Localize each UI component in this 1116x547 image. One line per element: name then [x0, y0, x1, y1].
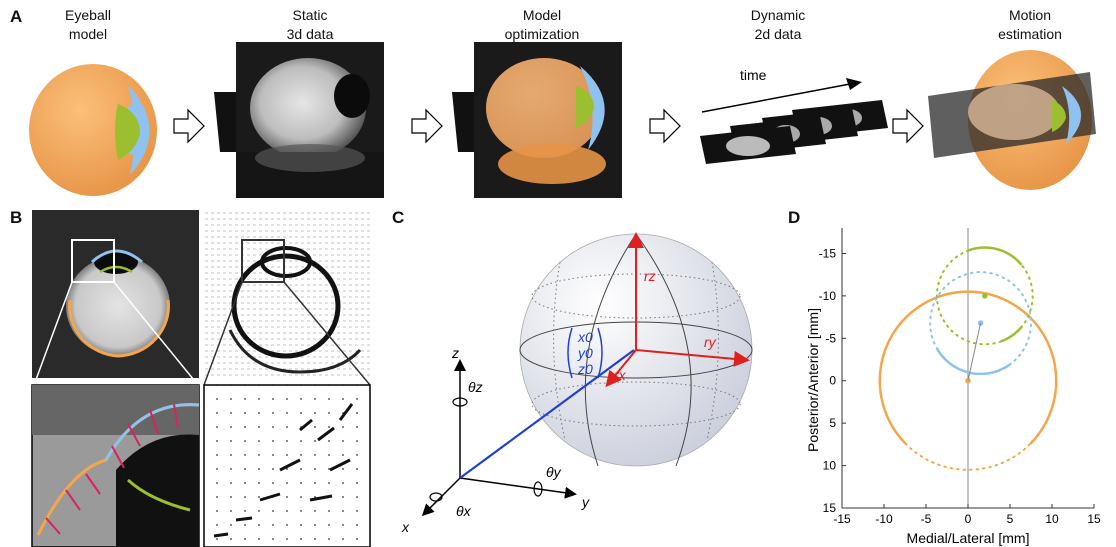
y-tick-label: -15 — [819, 246, 837, 260]
y-tick-label: -10 — [819, 289, 837, 303]
axis-label-z: z — [451, 345, 459, 361]
step-line: Motion — [1008, 7, 1052, 23]
arrow-icon — [173, 108, 205, 144]
center-vector — [459, 349, 635, 479]
radius-ry-label: ry — [704, 334, 717, 350]
step-line: Model — [522, 7, 562, 23]
radius-rz-label: rz — [644, 268, 656, 284]
motion-estimation — [928, 50, 1096, 190]
dynamic-2d-data — [700, 78, 888, 164]
radius-rx-label: rx — [614, 367, 627, 383]
axis-label-y: y — [581, 494, 590, 510]
center-link — [967, 322, 982, 381]
step-label-dynamic: Dynamic 2d data — [708, 6, 848, 44]
x-tick-label: -10 — [875, 512, 893, 526]
step-line: optimization — [504, 26, 580, 42]
y-tick-label: 10 — [823, 459, 837, 473]
step-label-motion: Motion estimation — [960, 6, 1100, 44]
step-line: model — [68, 26, 108, 42]
series-arc — [935, 249, 1034, 346]
rotation-icon — [429, 397, 543, 502]
zoom-lines-left — [33, 281, 199, 386]
arrow-icon — [892, 108, 924, 144]
x-tick-label: 5 — [1007, 512, 1014, 526]
chart-series — [878, 246, 1058, 471]
theta-z-label: θz — [468, 379, 483, 395]
step-line: estimation — [998, 26, 1062, 42]
y-tick-label: -5 — [825, 331, 836, 345]
y-tick-label: 15 — [823, 501, 837, 515]
axis-label-x: x — [401, 519, 410, 535]
zoom-lines-right — [203, 281, 371, 386]
meridian — [584, 233, 637, 467]
bracket-left — [567, 327, 573, 379]
theta-y-label: θy — [546, 464, 562, 480]
step-line: Static — [292, 7, 328, 23]
series-arc — [929, 271, 1032, 366]
series-arc — [878, 290, 1058, 445]
panel-a-letter: A — [10, 7, 23, 26]
series-point — [965, 377, 971, 384]
eyeball-model — [29, 64, 157, 196]
step-label-static: Static 3d data — [240, 6, 380, 44]
center-z0: z0 — [577, 361, 593, 377]
step-line: 3d data — [286, 26, 334, 42]
panel-b-letter: B — [10, 208, 23, 227]
panel-a-graphics: time — [29, 42, 1096, 198]
vector-field-top — [202, 210, 372, 378]
meridian — [635, 233, 692, 467]
panel-d-letter: D — [788, 208, 801, 227]
y-axis-label: Posterior/Anterior [mm] — [805, 308, 821, 452]
y-tick-label: 0 — [829, 374, 836, 388]
step-label-model-opt: Model optimization — [472, 6, 612, 44]
y-tick-label: 5 — [829, 416, 836, 430]
time-label: time — [740, 67, 767, 83]
vector-zoom — [203, 384, 371, 547]
step-line: Dynamic — [750, 7, 806, 23]
bracket-right — [597, 327, 603, 379]
x-tick-label: -15 — [833, 512, 851, 526]
panel-c-letter: C — [392, 208, 405, 227]
series-arc — [968, 246, 1023, 266]
arrow-icon — [411, 108, 443, 144]
arrow-icon — [649, 108, 681, 144]
step-line: Eyeball — [65, 7, 111, 23]
x-tick-label: 0 — [965, 512, 972, 526]
series-point — [982, 293, 988, 299]
center-x0: x0 — [577, 329, 593, 345]
panel-b-graphics — [31, 210, 372, 547]
x-tick-label: 15 — [1087, 512, 1101, 526]
theta-x-label: θx — [456, 503, 472, 519]
x-axis-label: Medial/Lateral [mm] — [907, 530, 1030, 546]
mri-zoom — [31, 384, 200, 547]
x-tick-label: -5 — [921, 512, 932, 526]
step-line: 2d data — [754, 26, 802, 42]
static-3d-data — [214, 42, 384, 198]
step-label-eyeball: Eyeball model — [18, 6, 158, 44]
model-optimization — [452, 42, 622, 198]
radii — [605, 232, 750, 388]
mri-slice-top — [32, 210, 199, 378]
x-tick-label: 10 — [1045, 512, 1059, 526]
series-arc — [1000, 326, 1023, 343]
panel-c-graphics: z y x θz θy θx x0 y0 z0 rz ry rx — [401, 232, 753, 535]
series-arc — [935, 347, 1011, 376]
center-y0: y0 — [577, 345, 593, 361]
